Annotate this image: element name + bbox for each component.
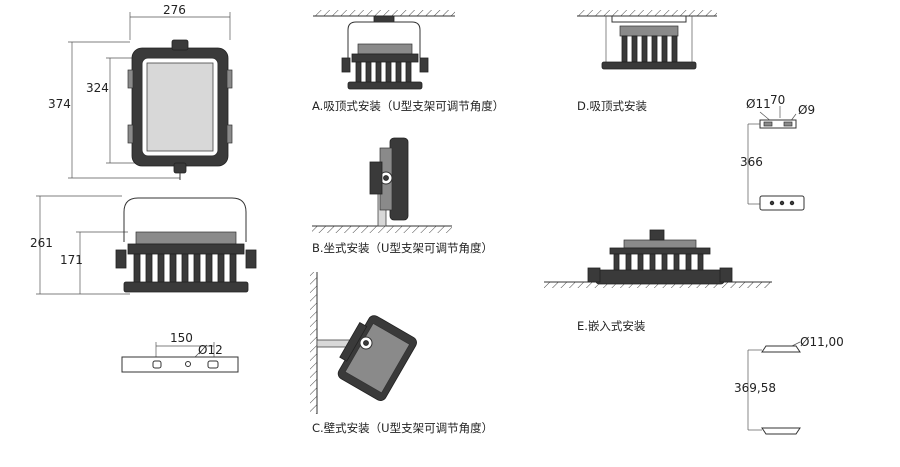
- install-a-drawing: A.吸顶式安装（U型支架可调节角度）: [312, 10, 504, 113]
- dim-height-171: 171: [60, 253, 83, 267]
- dim-height-324: 324: [86, 81, 109, 95]
- recessed-bracket-drawing: Ø11,00 369,58: [734, 335, 844, 435]
- dim-hole-d11: Ø11: [746, 97, 771, 111]
- caption-b: B.坐式安装（U型支架可调节角度）: [312, 241, 493, 255]
- dim-spacing-70: 70: [770, 93, 785, 107]
- top-view-drawing: 276 374 324: [48, 3, 233, 180]
- dim-width-276: 276: [163, 3, 186, 17]
- bracket-plate-drawing: 150 Ø12 10: [121, 331, 239, 373]
- dim-distance-369-58: 369,58: [734, 381, 776, 395]
- install-b-drawing: B.坐式安装（U型支架可调节角度）: [312, 137, 493, 255]
- dim-hole-d9: Ø9: [798, 103, 815, 117]
- caption-a: A.吸顶式安装（U型支架可调节角度）: [312, 99, 504, 113]
- ceiling-bracket-drawing: Ø11 70 Ø9 366: [740, 93, 815, 211]
- dim-height-261: 261: [30, 236, 53, 250]
- caption-c: C.壁式安装（U型支架可调节角度）: [312, 421, 493, 435]
- dim-height-374: 374: [48, 97, 71, 111]
- caption-e: E.嵌入式安装: [577, 319, 646, 333]
- dim-distance-366: 366: [740, 155, 763, 169]
- install-c-drawing: C.壁式安装（U型支架可调节角度）: [310, 272, 493, 435]
- dim-hole-d11-00: Ø11,00: [800, 335, 844, 349]
- dim-hole-d12: Ø12: [198, 343, 223, 357]
- side-view-drawing: 261 171: [30, 195, 257, 295]
- install-d-drawing: D.吸顶式安装: [577, 10, 717, 113]
- dim-length-150: 150: [170, 331, 193, 345]
- caption-d: D.吸顶式安装: [577, 99, 648, 113]
- install-e-drawing: E.嵌入式安装: [544, 229, 772, 333]
